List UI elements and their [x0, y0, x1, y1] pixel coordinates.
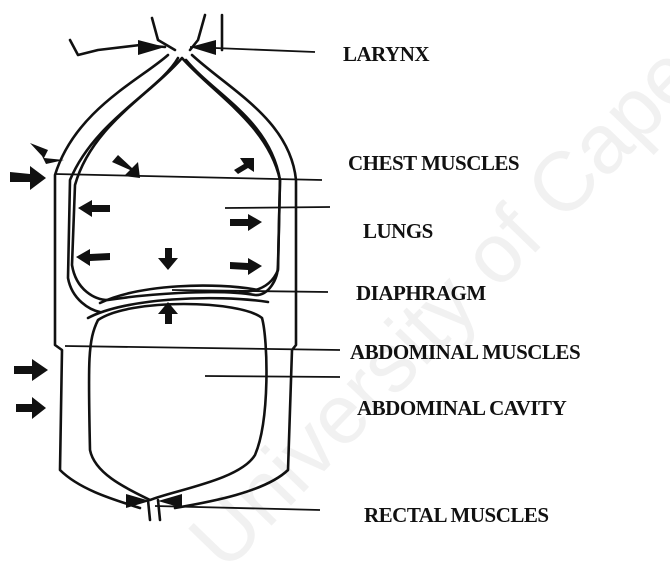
arrow-rectal-left — [126, 494, 150, 508]
arrow-lung-right-2 — [230, 258, 262, 275]
arrow-chest-ext-1 — [30, 143, 64, 164]
label-rectal-muscles: RECTAL MUSCLES — [364, 503, 549, 528]
label-larynx: LARYNX — [343, 42, 429, 67]
arrow-abd-ext-1 — [14, 359, 48, 381]
body-wall-right-outer — [175, 55, 296, 508]
arrow-lung-right-1 — [230, 214, 262, 231]
body-wall-right-inner — [186, 60, 280, 292]
arrow-lung-left-2 — [76, 249, 110, 266]
arrow-chest-ext-2 — [10, 166, 46, 190]
rectal-line-2 — [158, 500, 160, 520]
torso-drawing — [0, 0, 670, 529]
leader-abd-cavity — [205, 376, 340, 377]
body-wall-left-inner — [68, 58, 178, 312]
abdominal-cavity — [89, 304, 267, 500]
respiration-diagram: University of Cape — [0, 0, 670, 529]
label-abdominal-muscles: ABDOMINAL MUSCLES — [350, 340, 580, 365]
arrow-diaphragm-down — [158, 248, 178, 270]
label-chest-muscles: CHEST MUSCLES — [348, 151, 519, 176]
leader-abd-muscles — [65, 346, 340, 350]
diaphragm-lower — [88, 298, 268, 318]
leader-chest — [55, 174, 322, 180]
label-diaphragm: DIAPHRAGM — [356, 281, 486, 306]
arrow-larynx-right — [190, 40, 216, 55]
arrow-abd-ext-2 — [16, 397, 46, 419]
arrow-lung-left-1 — [78, 200, 110, 217]
label-abdominal-cavity: ABDOMINAL CAVITY — [357, 396, 566, 421]
diaphragm-upper — [100, 286, 258, 303]
label-lungs: LUNGS — [363, 219, 433, 244]
arrow-chest-in-right — [234, 158, 254, 174]
leader-lungs — [225, 207, 330, 208]
rectal-line — [148, 500, 150, 520]
